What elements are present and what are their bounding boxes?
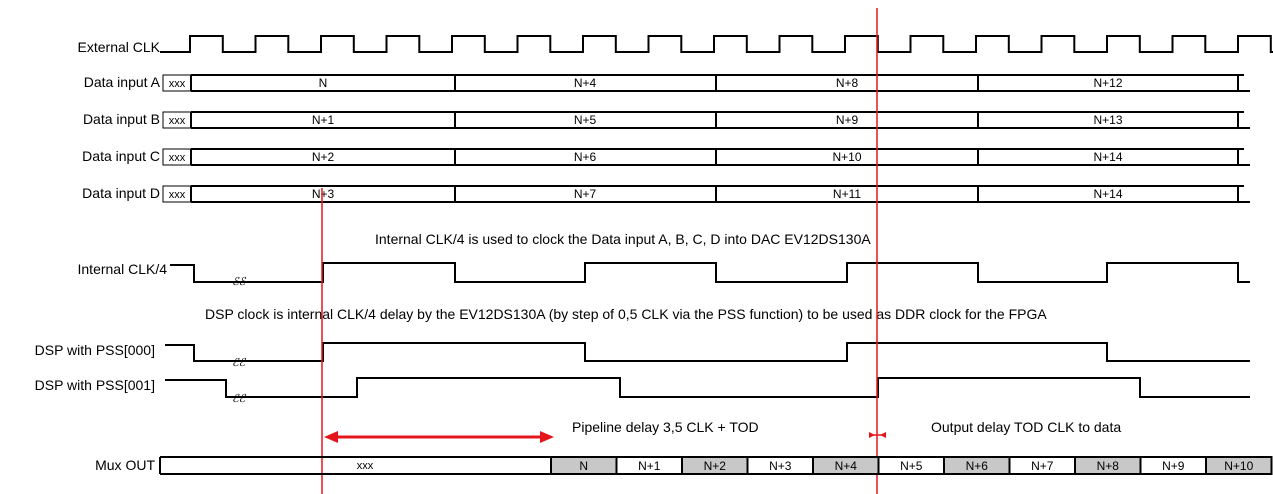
data-input-b-value-3: N+13 [1093,113,1122,127]
internal-clk-label: Internal CLK/4 [78,261,168,277]
data-input-a-initial-text: xxx [169,78,186,90]
data-input-d-value-2: N+11 [833,187,861,201]
mux-out-cell [1205,456,1273,475]
mux-out-initial-text: xxx [357,460,374,472]
data-input-b-value-1: N+5 [574,113,597,127]
data-input-b-initial-text: xxx [169,115,186,127]
output-delay-note: Output delay TOD CLK to data [931,419,1121,435]
mux-out-value: N+1 [638,459,661,473]
data-input-c-value-0: N+2 [312,150,335,164]
output-delay-arrow [869,432,886,438]
dsp-pss001-waveform [165,377,1250,398]
data-input-c-value-1: N+6 [574,150,597,164]
dsp-pss000-skip-symbol: ℰℰ [232,356,247,369]
mux-out-value: N [579,459,588,473]
data-input-d-initial-text: xxx [169,189,186,201]
mux-out-value: N+10 [1224,459,1253,473]
data-input-d-bus: xxx N+3 N+7 N+11 N+14 [162,185,1250,203]
mux-out-value: N+5 [900,459,923,473]
data-input-d-boundaries [190,186,1250,203]
pipeline-delay-arrow [324,431,554,443]
mux-out-value: N+7 [1031,459,1054,473]
internal-clk-waveform [170,262,1250,283]
data-input-c-value-2: N+10 [832,150,861,164]
data-input-b-label: Data input B [83,111,160,127]
mux-out-value: N+9 [1162,459,1185,473]
mux-out-value: N+2 [704,459,727,473]
external-clk-waveform [160,35,1273,53]
data-input-b-value-2: N+9 [836,113,859,127]
pipeline-delay-note: Pipeline delay 3,5 CLK + TOD [572,419,759,435]
mux-out-bus: xxx N N+1 N+2 N+3 N+4 N+5 N+6 N+7 N+8 N+9 N+10 [159,456,1273,475]
data-input-c-boundaries [190,149,1250,166]
mux-out-value: N+4 [835,459,858,473]
data-input-a-value-3: N+12 [1093,76,1122,90]
data-input-a-value-2: N+8 [836,76,859,90]
external-clk-label: External CLK [78,39,161,55]
mux-out-value: N+8 [1097,459,1120,473]
data-input-b-bus: xxx N+1 N+5 N+9 N+13 [162,111,1250,129]
internal-clk-note: Internal CLK/4 is used to clock the Data… [375,231,871,247]
data-input-d-value-0: N+3 [312,187,335,201]
dsp-clock-note: DSP clock is internal CLK/4 delay by the… [205,306,1047,322]
data-input-d-value-3: N+14 [1093,187,1122,201]
data-input-a-boundaries [190,75,1250,92]
data-input-d-value-1: N+7 [574,187,597,201]
data-input-b-boundaries [190,112,1250,129]
data-input-b-value-0: N+1 [312,113,335,127]
data-input-a-value-0: N [319,76,328,90]
data-input-a-value-1: N+4 [574,76,597,90]
dsp-pss000-waveform [165,342,1250,362]
internal-clk-skip-symbol: ℰℰ [232,275,247,288]
data-input-c-label: Data input C [82,148,160,164]
mux-out-value: N+6 [966,459,989,473]
data-input-a-label: Data input A [84,74,161,90]
dsp-pss000-label: DSP with PSS[000] [35,342,155,358]
data-input-c-value-3: N+14 [1093,150,1122,164]
data-input-c-initial-text: xxx [169,152,186,164]
mux-out-label: Mux OUT [95,457,155,473]
mux-out-value: N+3 [769,459,792,473]
data-input-c-bus: xxx N+2 N+6 N+10 N+14 [162,148,1250,166]
data-input-a-bus: xxx N N+4 N+8 N+12 [162,74,1250,92]
data-input-d-label: Data input D [82,185,160,201]
dsp-pss001-skip-symbol: ℰℰ [232,392,247,405]
dsp-pss001-label: DSP with PSS[001] [35,377,155,393]
